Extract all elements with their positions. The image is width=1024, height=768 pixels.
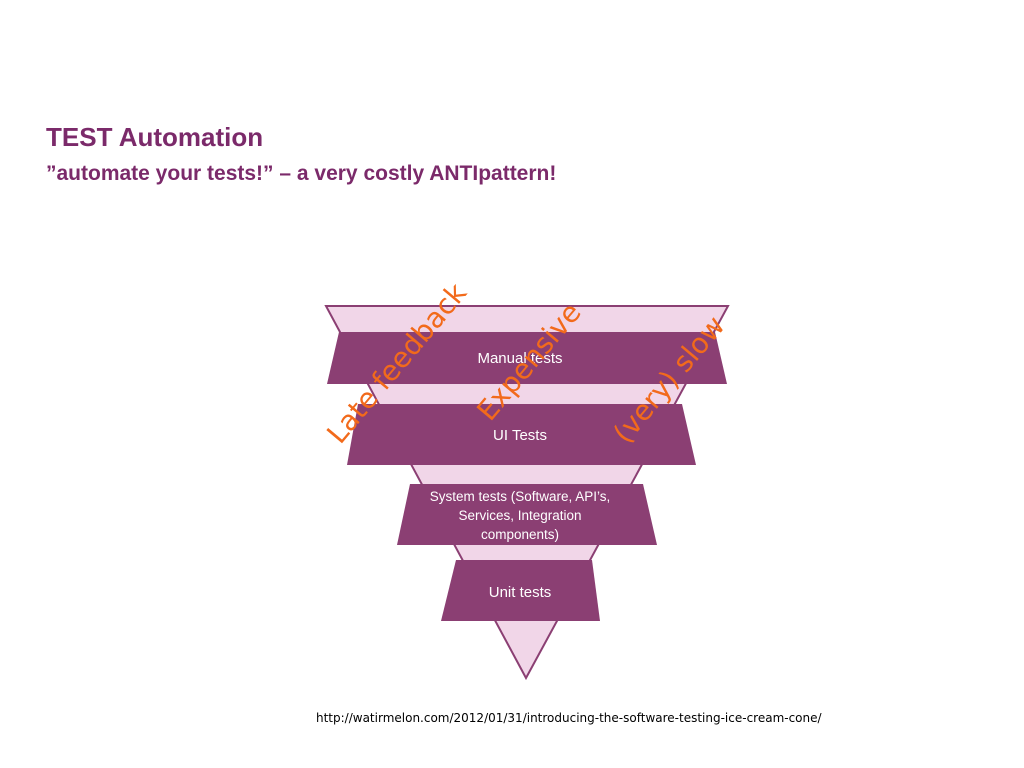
band-unit-tests (441, 560, 600, 621)
band-ui-tests (347, 404, 696, 465)
source-link[interactable]: http://watirmelon.com/2012/01/31/introdu… (316, 711, 822, 725)
slide-title: TEST Automation (46, 122, 264, 152)
layer-label-ui-tests: UI Tests (493, 427, 547, 444)
slide-subtitle: ”automate your tests!” – a very costly A… (46, 162, 557, 185)
layer-label-manual-tests: Manual tests (477, 350, 563, 367)
layer-label-unit-tests: Unit tests (488, 584, 552, 601)
band-system-tests (397, 484, 657, 545)
layer-label-system-tests: System tests (Software, API’s, Services,… (429, 489, 611, 542)
band-manual-tests (327, 332, 727, 384)
